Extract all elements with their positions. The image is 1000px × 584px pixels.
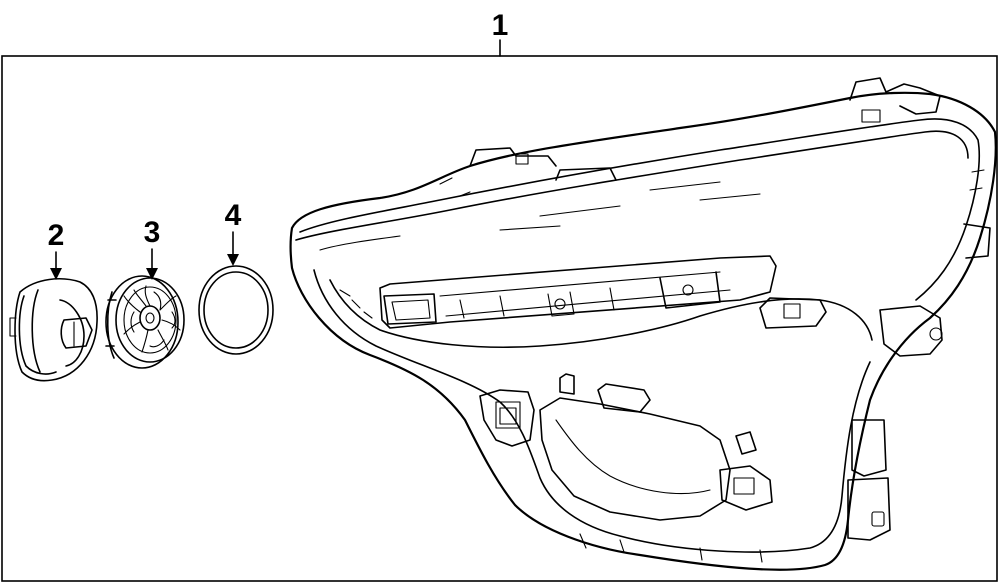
top-mount-tab-left — [469, 147, 557, 167]
part-2-socket-cap[interactable] — [9, 278, 98, 382]
callout-2-label: 2 — [48, 219, 65, 252]
part-1-headlamp-assembly[interactable] — [289, 77, 997, 571]
callout-4[interactable]: 4 — [225, 199, 242, 266]
part-4-o-ring[interactable] — [198, 265, 274, 355]
housing-outline — [289, 91, 997, 571]
callout-3-arrow — [146, 268, 158, 280]
callout-4-label: 4 — [225, 199, 242, 232]
drl-bar — [379, 255, 777, 329]
lower-lamp-housing — [539, 397, 731, 521]
callout-3[interactable]: 3 — [144, 216, 161, 280]
callout-1-label: 1 — [492, 9, 509, 42]
callout-1[interactable]: 1 — [492, 9, 509, 57]
side-mount — [879, 305, 943, 357]
part-3-vented-cap[interactable] — [105, 275, 185, 369]
callout-3-label: 3 — [144, 216, 161, 249]
top-mount-tab-right — [849, 77, 941, 115]
callout-4-arrow — [227, 254, 239, 266]
callout-2[interactable]: 2 — [48, 219, 65, 280]
callout-2-arrow — [50, 268, 62, 280]
left-bracket — [479, 389, 535, 447]
